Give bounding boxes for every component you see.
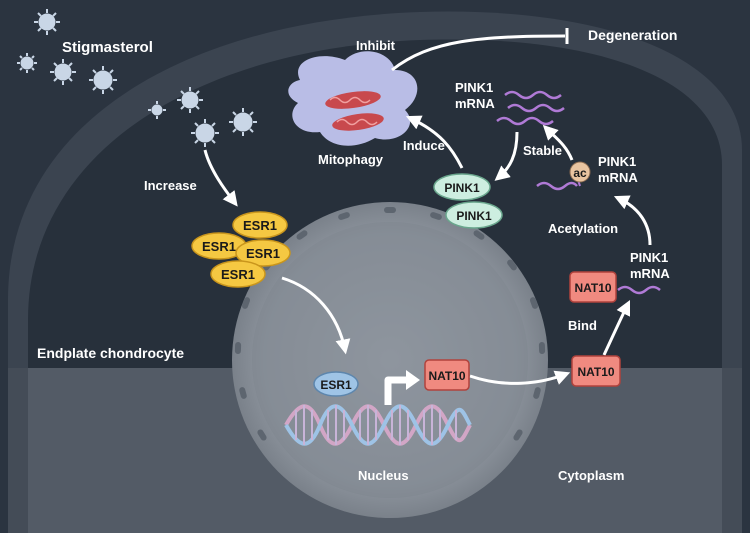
svg-text:ESR1: ESR1 [320,378,352,392]
acetyl-label: ac [573,166,587,180]
acetylation-arrow [613,195,652,246]
mitophagy-organelle [288,51,418,146]
mitophagy-label: Mitophagy [318,152,384,167]
endplate-chondrocyte-label: Endplate chondrocyte [37,345,184,361]
pink1-mrna-label-ac-line2: mRNA [598,170,638,185]
stigmasterol-molecules [17,9,257,147]
esr1-protein: ESR1 [232,211,288,239]
induce-label: Induce [403,138,445,153]
svg-text:ESR1: ESR1 [246,246,280,261]
increase-label: Increase [144,178,197,193]
stable-label: Stable [523,143,562,158]
svg-text:PINK1: PINK1 [444,181,480,195]
molecule-icon [17,53,37,73]
inhibit-arrow [391,34,566,72]
pink1-protein: PINK1 [433,173,491,201]
svg-text:ESR1: ESR1 [243,218,277,233]
molecule-icon [89,66,117,94]
nat10-export-arrow [469,370,571,385]
esr1-protein: ESR1 [235,239,291,267]
gene-activation-arrow [384,376,408,405]
mitochondrion-icon [325,91,381,109]
mrna-strand [507,103,565,113]
mrna-strands [496,90,661,295]
nat10-cytoplasm: NAT10 [571,355,621,387]
cytoplasm-label: Cytoplasm [558,468,624,483]
svg-text:NAT10: NAT10 [574,281,611,295]
svg-text:ESR1: ESR1 [202,239,236,254]
molecule-icon [34,9,60,35]
nucleus-label: Nucleus [358,468,409,483]
pink1-protein: PINK1 [445,201,503,229]
esr1-protein: ESR1 [210,260,266,288]
molecule-icon [191,119,219,147]
mrna-strand [504,90,562,100]
svg-text:NAT10: NAT10 [428,369,465,383]
esr1-cluster: ESR1 ESR1 ESR1 ESR1 [191,211,291,288]
pink1-mrna-label-top-line1: PINK1 [455,80,493,95]
svg-text:PINK1: PINK1 [456,209,492,223]
acetylation-label: Acetylation [548,221,618,236]
molecule-icon [148,101,166,119]
translation-arrow [494,131,519,181]
esr1-nuclear: ESR1 [313,371,359,397]
esr1-translocate-arrow [281,276,351,355]
nat10-nuclear: NAT10 [424,359,470,391]
acetyl-badge: ac [569,161,591,183]
bind-label: Bind [568,318,597,333]
bind-arrow [602,299,631,356]
stable-arrow [542,124,574,161]
molecule-icon [50,59,76,85]
pink1-mrna-label-bind-line1: PINK1 [630,250,668,265]
pink1-mrna-label-top-line2: mRNA [455,96,495,111]
pink1-mrna-label-ac-line1: PINK1 [598,154,636,169]
nat10-bound: NAT10 [569,271,617,303]
increase-arrow [203,149,238,207]
degeneration-label: Degeneration [588,27,677,43]
mrna-strand-acetylated [536,181,578,191]
inhibit-label: Inhibit [356,38,396,53]
mrna-strand-bound [617,285,661,295]
molecule-icon [229,108,257,136]
stigmasterol-label: Stigmasterol [62,39,153,56]
induce-arrow [405,115,464,169]
svg-text:ESR1: ESR1 [221,267,255,282]
mrna-strand [496,116,554,126]
dna-helix [284,404,472,446]
pink1-mrna-label-bind-line2: mRNA [630,266,670,281]
molecule-icon [177,87,203,113]
svg-text:NAT10: NAT10 [577,365,614,379]
pathway-arrows [203,28,652,405]
nuclear-pores [234,207,546,441]
